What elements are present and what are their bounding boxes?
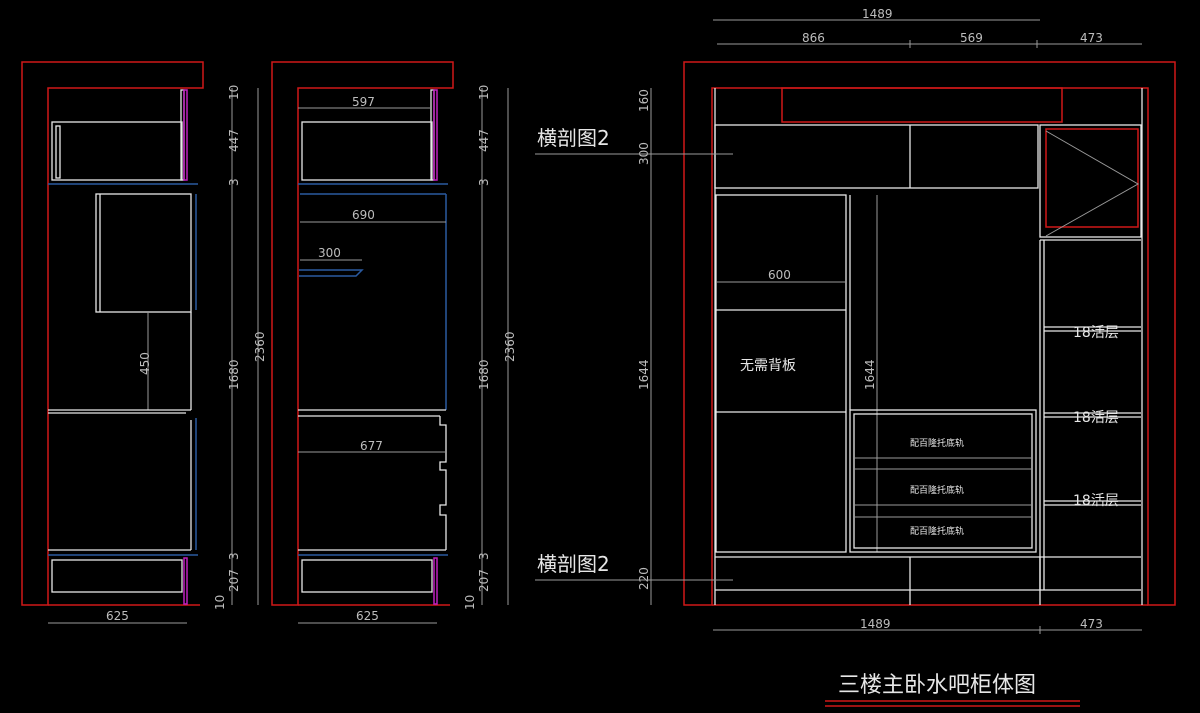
dim-10b: 10 [463, 595, 477, 610]
note-no-back-panel: 无需背板 [740, 358, 796, 374]
valance-box [781, 87, 1063, 123]
dim-690: 690 [352, 208, 375, 222]
dim-1644: 1644 [637, 359, 651, 390]
dim-207: 207 [477, 569, 491, 592]
dim-3b: 3 [227, 552, 241, 560]
drawer-note: 配百隆托底轨 [910, 484, 964, 496]
dim-3b: 3 [477, 552, 491, 560]
dim-450: 450 [138, 352, 152, 375]
dim-207: 207 [227, 569, 241, 592]
front-view: 600 无需背板 1644 配百隆托底轨 配百隆托底轨 配百隆托底轨 18活层 … [535, 7, 1176, 634]
drawer-unit [849, 409, 1037, 553]
dim-10: 10 [477, 85, 491, 100]
dim-677: 677 [360, 439, 383, 453]
upper-cabinet [714, 124, 1039, 189]
drawer-note: 配百隆托底轨 [910, 525, 964, 537]
tall-cabinet [715, 194, 847, 553]
lower-drawer [51, 559, 183, 593]
side-view-2: 597 690 300 677 10 447 3 1680 3 207 10 2… [271, 61, 517, 624]
door-panel [183, 89, 188, 181]
shelf-note: 18活层 [1073, 493, 1119, 509]
dim-160: 160 [637, 89, 651, 112]
drawer-note: 配百隆托底轨 [910, 437, 964, 449]
side-view-1: 450 10 447 3 1680 3 207 10 2360 625 [21, 61, 267, 624]
upper-cabinet [51, 121, 183, 181]
dim-1680: 1680 [477, 359, 491, 390]
dim-1489-bottom: 1489 [860, 617, 891, 631]
drawing-title: 三楼主卧水吧柜体图 [838, 673, 1036, 698]
dim-10: 10 [227, 85, 241, 100]
dim-2360: 2360 [253, 331, 267, 362]
dim-10b: 10 [213, 595, 227, 610]
dim-625: 625 [106, 609, 129, 623]
dim-3: 3 [477, 178, 491, 186]
shelf-note: 18活层 [1073, 325, 1119, 341]
section-label: 横剖图2 [537, 552, 610, 576]
dim-220: 220 [637, 567, 651, 590]
dim-1644-inner: 1644 [863, 359, 877, 390]
appliance-box [95, 193, 192, 313]
dim-447: 447 [477, 129, 491, 152]
dim-300: 300 [318, 246, 341, 260]
dim-3: 3 [227, 178, 241, 186]
dim-473-bottom: 473 [1080, 617, 1103, 631]
dim-473-top: 473 [1080, 31, 1103, 45]
dim-600: 600 [768, 268, 791, 282]
dim-569: 569 [960, 31, 983, 45]
dim-597: 597 [352, 95, 375, 109]
shelf-note: 18活层 [1073, 410, 1119, 426]
dim-1489-top: 1489 [862, 7, 893, 21]
dim-1680: 1680 [227, 359, 241, 390]
section-label: 横剖图2 [537, 126, 610, 150]
dim-866: 866 [802, 31, 825, 45]
appliance-box [1045, 128, 1139, 228]
wall-hatch [21, 61, 204, 606]
dim-625: 625 [356, 609, 379, 623]
dim-447: 447 [227, 129, 241, 152]
dim-2360: 2360 [503, 331, 517, 362]
